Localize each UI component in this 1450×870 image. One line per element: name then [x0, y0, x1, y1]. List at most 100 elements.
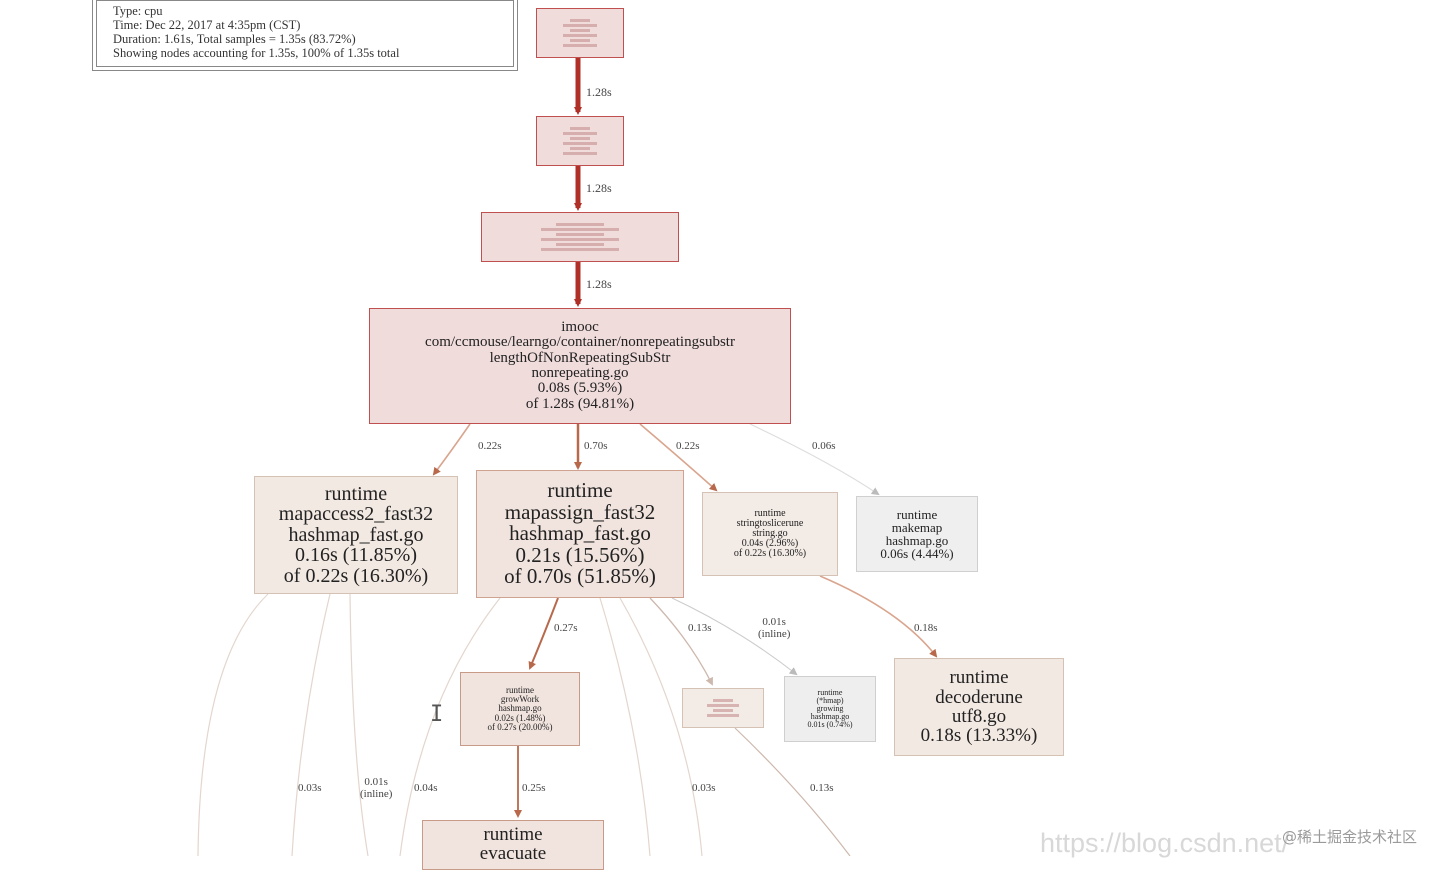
edge-n6-down-c — [599, 597, 651, 856]
node-text-line: lengthOfNonRepeatingSubStr — [489, 349, 671, 366]
edge-n6-down-b — [619, 597, 703, 856]
node-text-line — [540, 248, 620, 251]
node-text-line: runtime — [324, 483, 388, 506]
node-text-line: growing — [816, 703, 844, 713]
node-text-line: 0.04s (2.96%) — [741, 538, 799, 550]
node-text-line: 0.18s (13.33%) — [920, 725, 1038, 747]
node-text-line — [707, 714, 739, 717]
node-text-line: runtime — [547, 478, 613, 503]
edge-label: 0.27s — [554, 622, 578, 634]
graph-node-testing[interactable] — [536, 116, 624, 166]
edge-n6-down-a — [399, 597, 501, 856]
edge-label: 0.01s (inline) — [360, 776, 393, 800]
node-text-line: of 0.70s (51.85%) — [504, 564, 656, 589]
node-text-line: makemap — [891, 519, 943, 535]
node-text-line: runtime — [817, 687, 843, 697]
edge-label: 0.04s — [414, 782, 438, 794]
edge-n5-down-a — [197, 593, 269, 856]
node-text-line: 0.21s (15.56%) — [515, 542, 645, 567]
node-text-line: 0.01s (0.74%) — [807, 720, 853, 730]
legend-showing: Showing nodes accounting for 1.35s, 100%… — [113, 46, 400, 60]
watermark-url: https://blog.csdn.net/ — [1040, 828, 1290, 858]
edge-label: 0.22s — [676, 440, 700, 452]
node-text-line — [540, 228, 620, 231]
node-text-line: of 0.22s (16.30%) — [733, 548, 807, 560]
node-text-line — [713, 699, 733, 702]
node-text-line: hashmap_fast.go — [509, 521, 651, 546]
node-text-line: runtime — [896, 506, 938, 522]
node-text-line — [562, 44, 598, 47]
edge-label: 1.28s — [586, 277, 612, 291]
edge-n4-n8 — [749, 423, 880, 496]
node-text-line: of 0.22s (16.30%) — [283, 564, 429, 587]
graph-node-main[interactable] — [536, 8, 624, 58]
edge-n10-down — [734, 727, 851, 856]
node-text-line — [713, 709, 733, 712]
node-text-line — [562, 142, 598, 145]
node-text-line — [556, 243, 604, 246]
node-text-line: runtime — [506, 685, 534, 696]
node-text-line: 0.02s (1.48%) — [494, 712, 546, 723]
edge-n4-n7 — [639, 423, 718, 492]
graph-node-benchmark[interactable] — [481, 212, 679, 262]
graph-node-small-runtime[interactable] — [682, 688, 764, 728]
node-text-line: 0.08s (5.93%) — [537, 380, 623, 397]
node-text-line: hashmap.go — [885, 533, 949, 548]
node-text-line — [569, 147, 591, 150]
node-text-line — [556, 233, 604, 236]
node-text-line — [707, 704, 739, 707]
legend-type: Type: cpu — [113, 4, 163, 18]
edge-n6-n11 — [671, 597, 798, 676]
legend-time: Time: Dec 22, 2017 at 4:35pm (CST) — [113, 18, 301, 32]
node-text-line: hashmap.go — [498, 703, 542, 714]
node-text-line — [562, 152, 598, 155]
node-text-line: mapassign_fast32 — [504, 499, 656, 524]
node-text-line: string.go — [752, 527, 788, 539]
edge-n5-down-b — [291, 593, 331, 856]
node-text-line: of 1.28s (94.81%) — [525, 395, 635, 412]
node-text-line: growWork — [500, 694, 540, 705]
node-text-line: runtime — [754, 507, 786, 519]
node-text-line: decoderune — [935, 686, 1023, 708]
profile-legend: Type: cpu Time: Dec 22, 2017 at 4:35pm (… — [92, 0, 518, 71]
edge-label: 0.18s — [914, 622, 938, 634]
node-text-line — [556, 223, 604, 226]
edge-label: 0.25s — [522, 782, 546, 794]
watermark-brand: @稀土掘金技术社区 — [1282, 828, 1418, 846]
node-text-line: 0.06s (4.44%) — [880, 546, 954, 562]
node-text-line: utf8.go — [951, 706, 1007, 727]
node-text-line: imooc — [561, 319, 599, 336]
edge-label: 0.01s (inline) — [758, 616, 791, 640]
node-text-line: of 0.27s (20.00%) — [487, 721, 553, 732]
node-text-line — [562, 132, 598, 135]
node-text-line: runtime — [949, 667, 1009, 689]
node-text-line — [540, 238, 620, 241]
edge-label: 0.03s — [298, 782, 322, 794]
node-text-line: evacuate — [479, 843, 547, 865]
legend-duration: Duration: 1.61s, Total samples = 1.35s (… — [113, 32, 356, 46]
node-text-line — [569, 29, 591, 32]
edge-n5-down-c — [349, 593, 369, 856]
node-text-line — [569, 39, 591, 42]
edge-label: 0.06s — [812, 440, 836, 452]
node-text-line — [562, 24, 598, 27]
edge-label: 0.70s — [584, 440, 608, 452]
edge-label: 0.22s — [478, 440, 502, 452]
node-text-line: runtime — [483, 824, 543, 845]
edge-n6-n9 — [528, 597, 559, 670]
edge-n6-n10 — [649, 597, 713, 686]
node-text-line — [569, 127, 591, 130]
node-text-line: (*hmap) — [816, 695, 844, 705]
edge-label: 1.28s — [586, 181, 612, 195]
node-text-line: com/ccmouse/learngo/container/nonrepeati… — [425, 334, 735, 351]
